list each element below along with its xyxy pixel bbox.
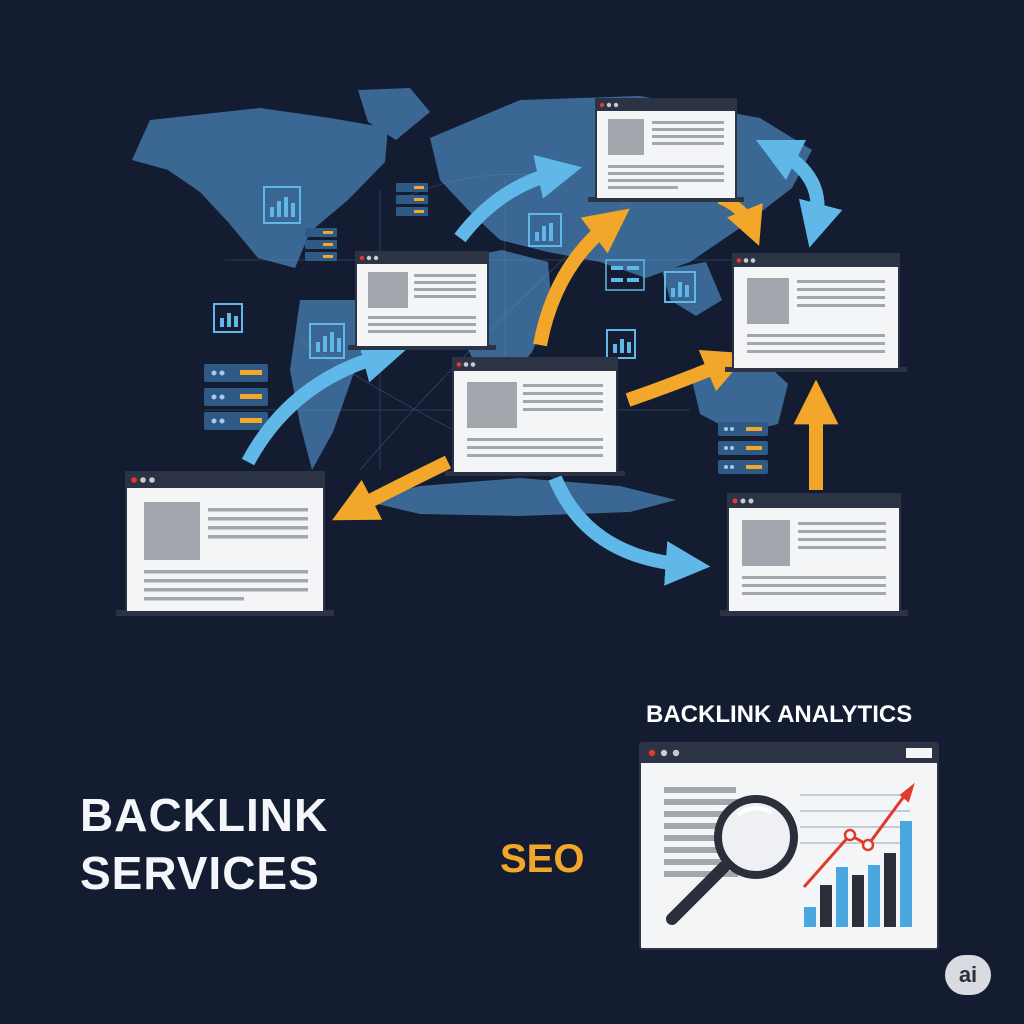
ai-badge: ai	[945, 955, 991, 995]
curved-arrow-icon	[454, 154, 582, 243]
server-rack-icon	[305, 228, 337, 261]
browser-window-icon	[445, 357, 625, 476]
title-line-2: SERVICES	[80, 847, 320, 899]
bar-chart-icon	[263, 186, 301, 224]
title-line-1: BACKLINK	[80, 789, 329, 841]
curved-arrow-icon	[533, 208, 630, 347]
curved-arrow-icon	[241, 339, 407, 466]
browser-window-icon	[116, 471, 334, 616]
browser-window-icon	[588, 98, 744, 202]
server-rack-icon	[204, 364, 268, 430]
browser-window-icon	[725, 253, 907, 372]
curved-arrow-icon	[755, 139, 843, 248]
magnifier-icon	[666, 795, 798, 925]
analytics-window	[639, 742, 939, 950]
bar-chart-icon	[606, 329, 636, 359]
curved-arrow-icon	[548, 475, 711, 586]
seo-label: SEO	[500, 837, 585, 881]
curved-arrow-icon	[625, 349, 749, 407]
bar-chart-icon	[664, 271, 696, 303]
bar-chart-icon	[213, 303, 243, 333]
window-close-dot	[648, 749, 656, 757]
text-lines	[664, 787, 748, 877]
small-chart-icon	[605, 259, 645, 291]
trend-line-icon	[802, 782, 915, 888]
bar-chart-icon	[528, 213, 562, 247]
server-rack-icon	[396, 183, 428, 216]
analytics-heading: BACKLINK ANALYTICS	[646, 701, 913, 728]
bar-chart-icon	[309, 323, 345, 359]
server-rack-icon	[718, 422, 768, 474]
curved-arrow-icon	[332, 455, 452, 521]
bar-chart-icon	[804, 821, 912, 927]
page-title: BACKLINK SERVICES	[80, 786, 328, 902]
browser-window-icon	[348, 251, 496, 350]
browser-window-icon	[720, 493, 908, 616]
